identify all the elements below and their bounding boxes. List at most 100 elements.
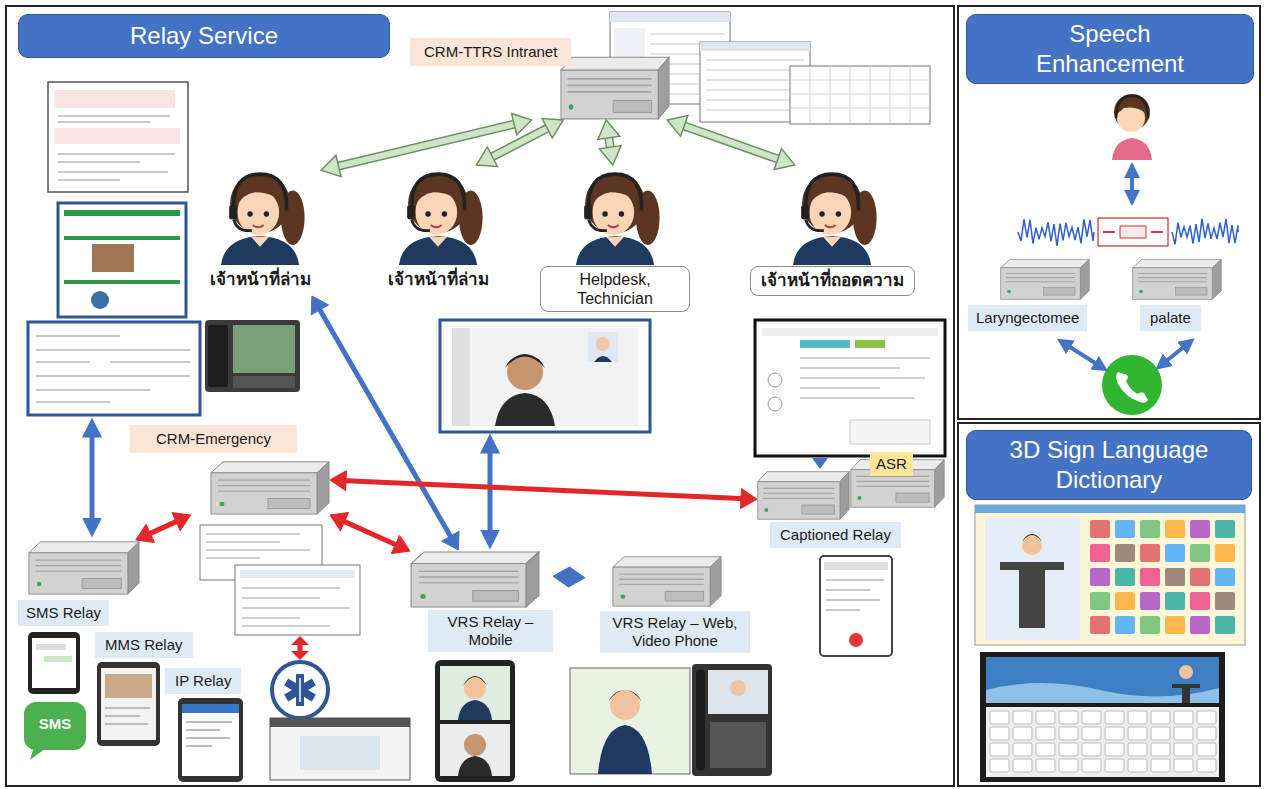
email-screenshot: [55, 128, 180, 144]
key: [1082, 759, 1101, 772]
key: [1013, 759, 1032, 772]
server-slot: [1138, 277, 1207, 278]
vrs-web-screen: [570, 668, 690, 774]
sign-keyboard-app: [986, 657, 1219, 703]
heading-pill: Relay Service: [18, 14, 390, 58]
icon-tile: [1140, 568, 1160, 586]
server-slot: [1006, 277, 1075, 278]
panel-heading: Relay Service: [130, 21, 278, 51]
eye: [247, 211, 252, 216]
arrowhead: [321, 155, 341, 176]
node-label: VRS Relay – Web, Video Phone: [600, 611, 750, 653]
icon-tile: [1090, 568, 1110, 586]
vrs-mobile-phone: [464, 734, 486, 756]
icon-tile: [1165, 520, 1185, 538]
caller-icon: [1112, 94, 1152, 160]
phone-icon: [1116, 372, 1148, 403]
caller-icon: [1116, 96, 1148, 118]
video-phone-set: [708, 670, 768, 714]
node-label: เจ้าหน้าที่ถอดความ: [750, 266, 915, 296]
connector-line: [333, 123, 519, 167]
headset: [806, 174, 859, 210]
web-screenshot: [64, 280, 180, 284]
heading-pill: Speech Enhancement: [966, 14, 1254, 84]
shirt: [221, 236, 299, 265]
vrs-mobile-phone: [458, 756, 492, 776]
sign-keyboard-app: [1179, 665, 1193, 679]
node-label: IP Relay: [165, 668, 241, 694]
eye: [819, 211, 824, 216]
key: [1105, 711, 1124, 724]
key: [1151, 711, 1170, 724]
video-phone-set: [696, 670, 705, 770]
speech-wave: [1098, 218, 1168, 246]
ems-logo: [272, 662, 328, 718]
vrs-web-screen: [598, 725, 652, 774]
icon-tile: [1140, 520, 1160, 538]
arrowhead: [569, 567, 585, 587]
server-drive: [82, 579, 121, 589]
video-call-screen: [495, 393, 555, 426]
agent-figure: [558, 165, 673, 265]
vrs-web-screen: [608, 690, 642, 702]
relay-tag: IP Relay: [165, 668, 241, 694]
server-side: [317, 462, 329, 514]
server-node: CRM-TTRS Intranet: [410, 38, 670, 120]
speech-wave: [1018, 219, 1094, 246]
sign-dictionary-app: [975, 505, 1245, 645]
intranet-screens: [706, 60, 804, 110]
headset: [806, 220, 824, 231]
emergency-screens: [206, 534, 310, 558]
relay-tag: MMS Relay: [95, 632, 193, 658]
server-front: [411, 564, 526, 608]
mouth: [431, 225, 442, 227]
caption-link-head: [812, 458, 828, 469]
server-slot: [567, 85, 651, 87]
server-side: [710, 557, 721, 606]
key: [1036, 727, 1055, 740]
headset: [584, 205, 592, 220]
server-side: [1212, 259, 1221, 299]
key: [1128, 759, 1147, 772]
node-label: SMS Relay: [18, 600, 109, 626]
headset: [407, 205, 415, 220]
headset: [229, 205, 237, 220]
server-top: [29, 542, 139, 553]
icon-tile: [1190, 592, 1210, 610]
staff-station: เจ้าหน้าที่ถอดความ: [750, 165, 915, 298]
key: [1128, 727, 1147, 740]
video-call-screen: [505, 354, 545, 368]
connector: [330, 471, 757, 509]
connector-outline: [488, 126, 552, 159]
server-icon: [757, 470, 850, 520]
icon-tile: [1140, 544, 1160, 562]
captioned-phone: [820, 556, 892, 656]
headset: [234, 174, 287, 210]
headset: [801, 205, 809, 220]
sms-phone: [32, 638, 76, 688]
key: [1197, 743, 1216, 756]
server-slot: [567, 78, 651, 80]
server-drive: [268, 499, 310, 509]
connector-outline: [679, 124, 783, 161]
staff-station: เจ้าหน้าที่ล่าม: [378, 165, 499, 296]
shirt: [399, 236, 477, 265]
ip-phone: [182, 704, 239, 776]
connector: [136, 513, 191, 543]
caption-screen: [755, 320, 945, 456]
connector: [476, 119, 563, 167]
vrs-mobile-phone: [458, 700, 492, 720]
key: [1128, 743, 1147, 756]
sms-phone: [28, 632, 80, 694]
web-screenshot: [64, 210, 180, 216]
connector: [667, 116, 795, 170]
server-front: [1133, 268, 1213, 300]
ems-screenshot: [300, 736, 380, 770]
video-call-screen: [588, 332, 618, 362]
web-screenshot: [58, 203, 186, 317]
palate-link: [1160, 342, 1190, 366]
panel-heading: Speech Enhancement: [1010, 19, 1210, 79]
arrowhead: [512, 113, 532, 134]
icon-tile: [1090, 592, 1110, 610]
panel: Relay ServiceCRM-TTRS Intranet เจ้าหน้าที…: [5, 5, 955, 787]
